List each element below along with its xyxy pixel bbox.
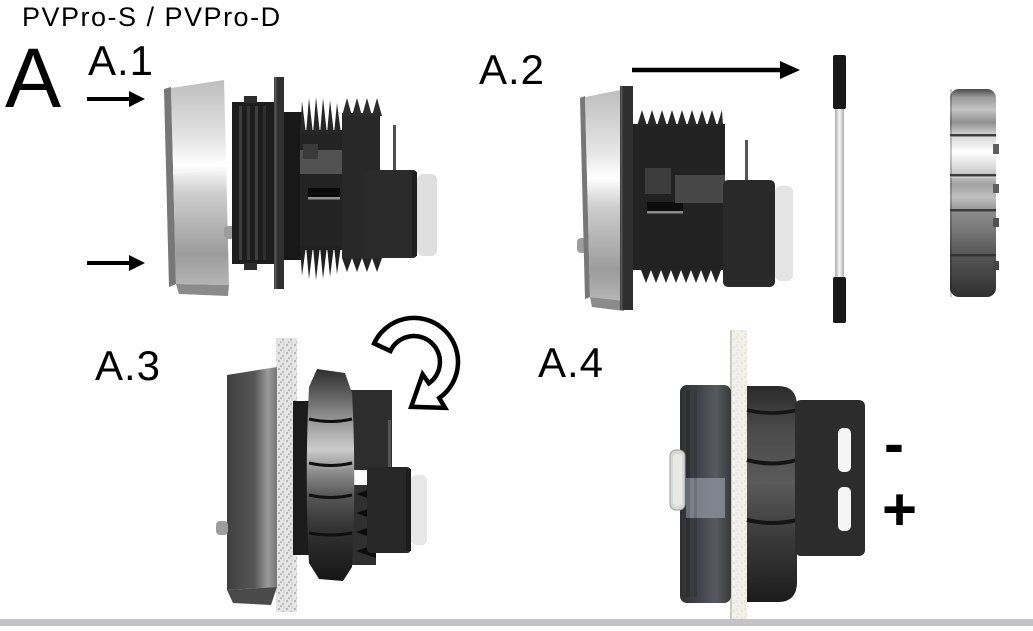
locking-ring (950, 89, 999, 297)
connector-front-housing (669, 385, 731, 603)
connector-through-panel (293, 369, 427, 581)
mounting-panel (730, 330, 747, 623)
step-a2-label: A.2 (479, 46, 546, 93)
connector-pin (388, 420, 391, 470)
mounted-connector (577, 86, 793, 311)
seal-plate (164, 78, 229, 296)
right-arrow-icon (87, 255, 145, 271)
terminal-slot-negative (838, 428, 851, 472)
connector-rear-housing (746, 386, 865, 602)
clockwise-rotation-arrow-icon (371, 315, 461, 411)
connector-pin (393, 125, 396, 170)
mounting-panel (276, 338, 297, 612)
connector-body (224, 77, 437, 289)
step-a3-label: A.3 (95, 342, 162, 389)
step-a3-illustration (216, 338, 427, 612)
step-a1-label: A.1 (88, 37, 155, 84)
step-a4-label: A.4 (538, 339, 605, 386)
connector-pin (745, 140, 748, 180)
footer-divider-bar (0, 619, 1033, 626)
terminal-bracket (795, 400, 865, 556)
right-arrow-icon (632, 61, 800, 79)
right-arrow-icon (87, 91, 145, 107)
section-label: A (5, 31, 62, 125)
locking-ring-front (306, 369, 355, 581)
negative-terminal-label: - (884, 410, 904, 477)
step-a4-illustration (669, 330, 865, 623)
positive-terminal-label: + (882, 476, 918, 543)
product-title: PVPro-S / PVPro-D (22, 2, 282, 32)
gasket-seal-strip (833, 55, 846, 323)
plate-rear-view (216, 367, 277, 605)
step-a2-illustration (577, 86, 793, 311)
terminal-slot-positive (838, 487, 851, 531)
step-a1-illustration (164, 77, 437, 296)
